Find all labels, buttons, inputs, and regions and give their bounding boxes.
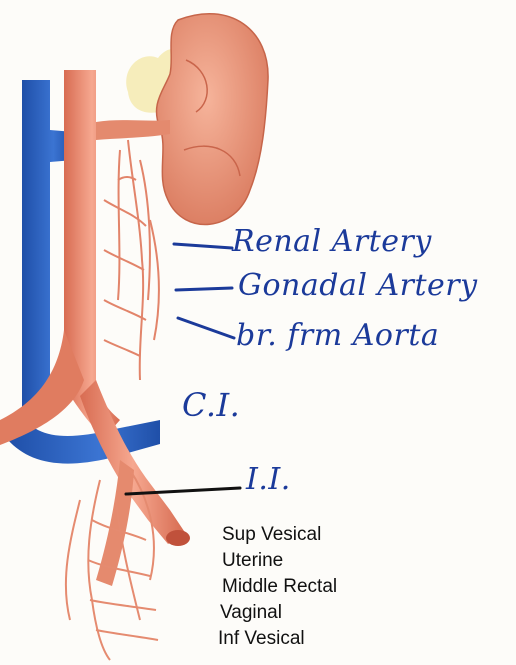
pointer-branch-aorta [178,318,234,338]
label-branch-from-aorta: br. frm Aorta [236,318,439,353]
branch-vessels [104,140,159,380]
kidney [157,14,269,225]
branch-item: Sup Vesical [218,522,337,548]
branch-item: Middle Rectal [218,574,337,600]
branch-item: Vaginal [218,600,337,626]
label-gonadal-artery: Gonadal Artery [238,268,478,303]
branch-item: Inf Vesical [218,626,337,652]
pointer-renal-artery [174,244,232,248]
label-common-iliac: C.I. [182,386,240,424]
renal-artery [96,120,170,140]
label-internal-iliac: I.I. [246,462,291,497]
iliac-arteries [80,380,190,586]
pointer-gonadal-artery [176,288,232,290]
branch-item: Uterine [218,548,337,574]
internal-iliac-branch-list: Sup Vesical Uterine Middle Rectal Vagina… [218,522,337,652]
label-renal-artery: Renal Artery [232,224,432,259]
